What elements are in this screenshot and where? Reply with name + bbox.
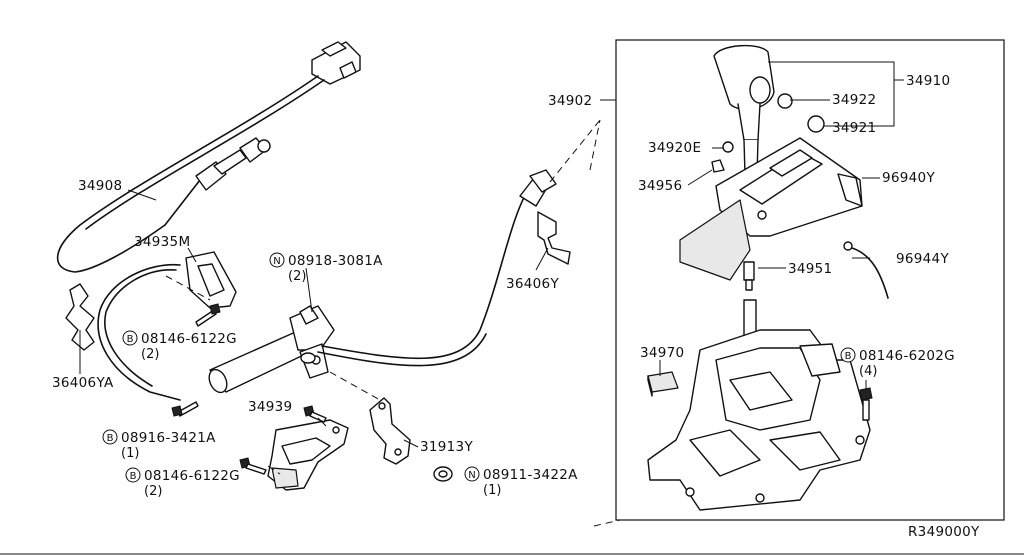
leader-lines	[79, 61, 904, 448]
bolt-08916-3421A	[171, 401, 199, 417]
dash-line	[329, 371, 381, 401]
fastener-part-number: 08911-3422A	[483, 467, 578, 483]
label-34956: 34956	[638, 178, 682, 194]
dash-line	[589, 119, 601, 171]
indicator-96940Y	[679, 137, 863, 281]
assembly-frame-34902	[615, 39, 1005, 521]
fastener-qty: (2)	[144, 484, 162, 499]
fastener-callout: N 08911-3422A (1)	[464, 466, 578, 498]
wire-96944Y	[843, 241, 889, 299]
bracket-31913Y	[369, 397, 411, 465]
label-34921: 34921	[832, 120, 876, 136]
badge-B: B	[840, 347, 856, 363]
label-34902: 34902	[548, 93, 592, 109]
svg-text:N: N	[468, 470, 475, 481]
fastener-callout: B 08146-6202G (4)	[840, 347, 955, 379]
fastener-callout: B 08146-6122G (2)	[122, 330, 237, 362]
bracket-plate	[185, 251, 237, 309]
bracket-34939	[267, 419, 349, 491]
label-36406Y: 36406Y	[506, 276, 559, 292]
bolt-34939-small	[303, 405, 327, 423]
label-34951: 34951	[788, 261, 832, 277]
block-34970	[647, 371, 679, 397]
badge-B: B	[102, 429, 118, 445]
svg-text:B: B	[127, 334, 134, 345]
fastener-part-number: 08146-6122G	[141, 331, 237, 347]
cable-34935M	[97, 263, 181, 401]
label-34939: 34939	[248, 399, 292, 415]
badge-B: B	[125, 467, 141, 483]
fastener-qty: (1)	[121, 446, 139, 461]
drawing-number: R349000Y	[908, 524, 980, 540]
fastener-callout: N 08918-3081A (2)	[269, 252, 383, 284]
cable-34908	[56, 41, 361, 273]
svg-text:B: B	[130, 471, 137, 482]
dash-line	[593, 519, 621, 527]
bolt-08146-6122G-upper	[195, 303, 221, 327]
pin-34951	[743, 261, 755, 291]
label-96944Y: 96944Y	[896, 251, 949, 267]
label-34908: 34908	[78, 178, 122, 194]
cable-end-upper	[164, 137, 271, 226]
fastener-qty: (1)	[483, 483, 501, 498]
fastener-callout: B 08146-6122G (2)	[125, 467, 240, 499]
badge-B: B	[122, 330, 138, 346]
label-31913Y: 31913Y	[420, 439, 473, 455]
label-34970: 34970	[640, 345, 684, 361]
svg-text:N: N	[273, 256, 280, 267]
fastener-qty: (2)	[141, 347, 159, 362]
bolt-08146-6202G	[859, 387, 873, 421]
dash-line	[549, 119, 601, 183]
clip-36406Y	[537, 211, 571, 265]
dash-line	[267, 465, 281, 475]
fastener-part-number: 08146-6122G	[144, 468, 240, 484]
bolt-08146-6122G-lower	[239, 457, 267, 475]
label-96940Y: 96940Y	[882, 170, 935, 186]
fastener-part-number: 08918-3081A	[288, 253, 383, 269]
label-34910: 34910	[906, 73, 950, 89]
control-device-base	[647, 299, 871, 511]
nut-08918-3081A	[300, 352, 316, 364]
svg-text:B: B	[107, 433, 114, 444]
svg-text:B: B	[845, 351, 852, 362]
shift-knob-34910	[711, 44, 825, 211]
dash-line	[165, 275, 211, 301]
fastener-qty: (2)	[288, 269, 306, 284]
clip-36406YA	[65, 283, 95, 351]
nut-08911-3422A	[433, 466, 453, 482]
fastener-qty: (4)	[859, 364, 877, 379]
control-cable-assembly	[208, 169, 557, 394]
badge-N: N	[269, 252, 285, 268]
label-36406YA: 36406YA	[52, 375, 114, 391]
badge-N: N	[464, 466, 480, 482]
fastener-part-number: 08146-6202G	[859, 348, 955, 364]
label-34922: 34922	[832, 92, 876, 108]
fastener-callout: B 08916-3421A (1)	[102, 429, 216, 461]
label-34920E: 34920E	[648, 140, 701, 156]
fastener-part-number: 08916-3421A	[121, 430, 216, 446]
label-34935M: 34935M	[134, 234, 190, 250]
